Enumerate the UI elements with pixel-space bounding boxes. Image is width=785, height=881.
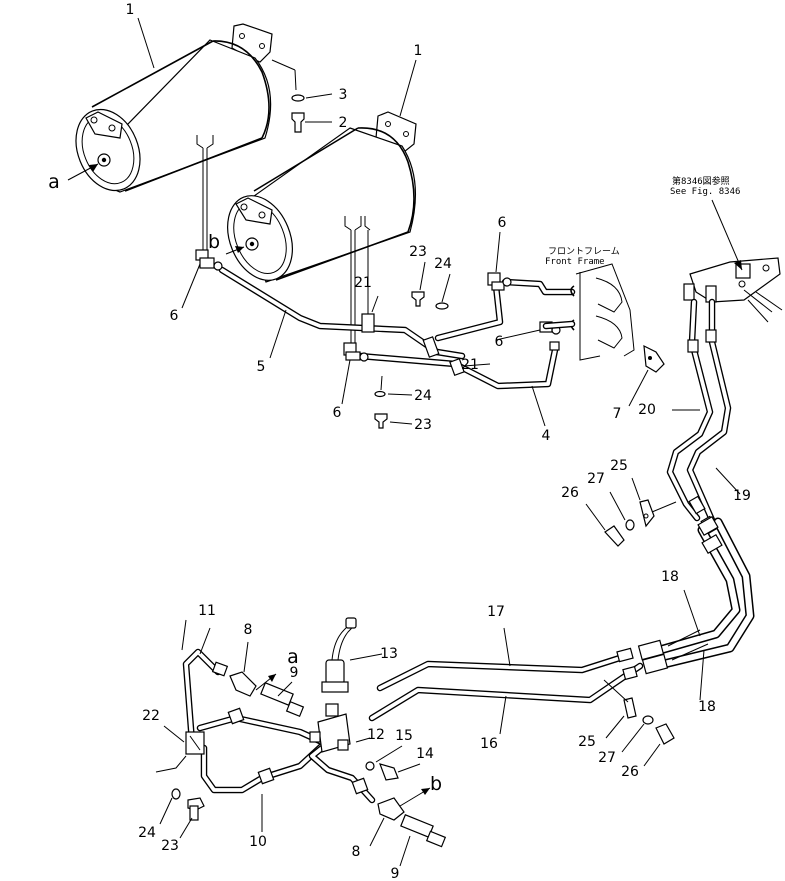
callout-c10: 10 — [249, 834, 267, 850]
front-frame — [542, 263, 635, 361]
bolt-and-washer-tank1 — [271, 59, 333, 133]
letter-lb1: b — [208, 231, 220, 253]
callout-c9a: 9 — [290, 665, 299, 681]
callout-c6b: 6 — [170, 308, 179, 324]
reference-arrows-top — [67, 163, 245, 255]
callout-c21b: 21 — [461, 357, 479, 373]
letter-lb2: b — [430, 773, 442, 795]
air-tank-upper-left — [75, 23, 273, 193]
callout-c2: 2 — [339, 115, 348, 131]
elbow-fitting-top — [487, 272, 512, 291]
callout-c1a: 1 — [126, 2, 135, 18]
plug-and-washer — [365, 745, 421, 781]
callout-c7: 7 — [613, 406, 622, 422]
callout-c5: 5 — [257, 359, 266, 375]
elbow-fitting-mid — [343, 342, 369, 362]
callout-c26a: 26 — [561, 485, 579, 501]
elbow-fitting-left — [195, 249, 223, 271]
callout-c21a: 21 — [354, 275, 372, 291]
callout-leaders — [137, 17, 546, 651]
valve-block-fig-8346 — [683, 199, 783, 323]
sensor-9-lower — [399, 814, 447, 867]
callout-c23c: 23 — [161, 838, 179, 854]
callout-c9b: 9 — [391, 866, 400, 881]
upper-pipes — [218, 266, 576, 390]
callout-c6d: 6 — [333, 405, 342, 421]
check-valve-7 — [628, 344, 665, 407]
connector-8-lower — [369, 787, 431, 847]
sensor-9-upper — [260, 681, 305, 718]
callout-c6a: 6 — [498, 215, 507, 231]
pipes-16-17 — [368, 627, 644, 735]
callout-c13: 13 — [380, 646, 398, 662]
callout-c4: 4 — [542, 428, 551, 444]
callout-c18b: 18 — [698, 699, 716, 715]
callout-c25b: 25 — [578, 734, 596, 750]
letter-la2: a — [287, 646, 299, 668]
front-frame-label-en: Front Frame — [545, 257, 605, 267]
pressure-switch-13 — [321, 617, 383, 693]
front-frame-label-jp: フロントフレーム — [548, 246, 620, 257]
callout-c23a: 23 — [409, 244, 427, 260]
callout-c8b: 8 — [352, 844, 361, 860]
air-tank-middle — [227, 111, 417, 283]
callout-c23b: 23 — [414, 417, 432, 433]
callout-c14: 14 — [416, 746, 434, 762]
figure-reference-en: See Fig. 8346 — [670, 187, 740, 197]
bolt-washer-lower-left — [159, 788, 205, 839]
letter-la: a — [48, 171, 60, 193]
callout-c26b: 26 — [621, 764, 639, 780]
valve-block-12 — [309, 703, 371, 753]
pipes-19-20 — [666, 298, 741, 535]
callout-c25a: 25 — [610, 458, 628, 474]
pipe-11 — [182, 627, 229, 746]
callout-c27b: 27 — [598, 750, 616, 766]
front-frame-note: フロントフレーム Front Frame — [545, 246, 620, 267]
callout-c24c: 24 — [138, 825, 156, 841]
callout-c27a: 27 — [587, 471, 605, 487]
reference-letters: a b a b — [48, 171, 442, 795]
callout-c19: 19 — [733, 488, 751, 504]
callout-c15: 15 — [395, 728, 413, 744]
tee-fitting-22 — [155, 725, 205, 773]
callout-c12: 12 — [367, 727, 385, 743]
connector-8-upper — [229, 641, 277, 697]
figure-reference-jp: 第8346図参照 — [672, 175, 730, 187]
bracket-bolt-set-lower — [603, 679, 675, 767]
callout-c11: 11 — [198, 603, 216, 619]
callout-c16: 16 — [480, 736, 498, 752]
callout-c8a: 8 — [244, 622, 253, 638]
callout-c17: 17 — [487, 604, 505, 620]
pipe-clamps — [361, 261, 491, 429]
hoses-18 — [637, 515, 755, 701]
callout-c22: 22 — [142, 708, 160, 724]
callout-c24a: 24 — [434, 256, 452, 272]
callout-c20: 20 — [638, 402, 656, 418]
callout-c1b: 1 — [414, 43, 423, 59]
bracket-bolt-set-upper — [585, 477, 677, 547]
callout-c6c: 6 — [495, 334, 504, 350]
callout-c18a: 18 — [661, 569, 679, 585]
callout-c3: 3 — [339, 87, 348, 103]
callout-c24b: 24 — [414, 388, 432, 404]
figure-reference-note: 第8346図参照 See Fig. 8346 — [670, 175, 740, 197]
